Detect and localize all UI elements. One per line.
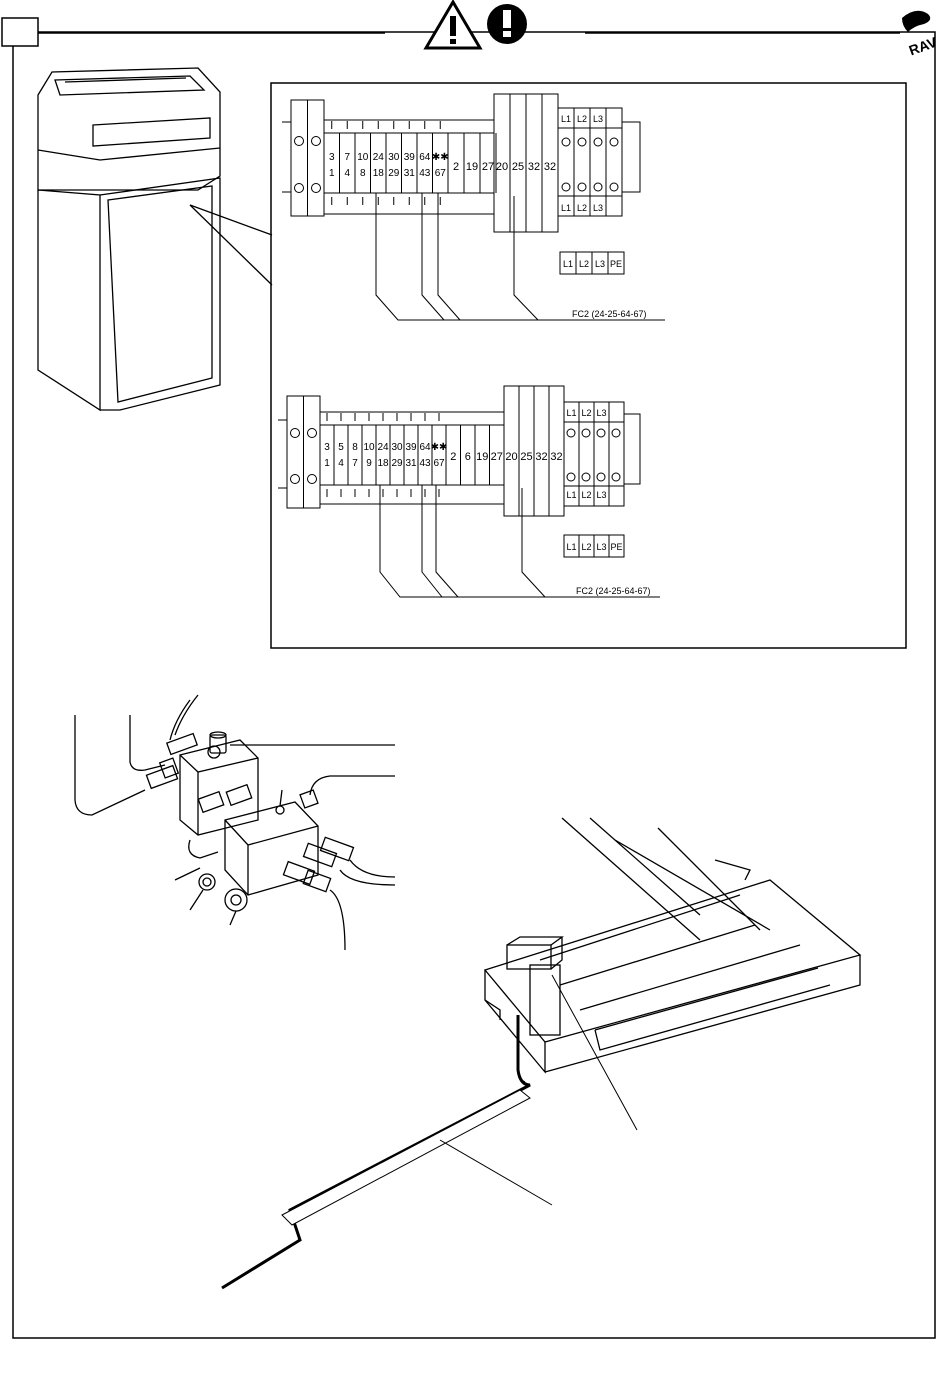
terminal-label: 5 bbox=[338, 442, 344, 453]
caption-top: FC2 (24-25-64-67) bbox=[572, 309, 647, 319]
terminal-label: 2 bbox=[450, 451, 456, 463]
terminal-label: 64 bbox=[419, 152, 431, 163]
terminal-label: 67 bbox=[433, 458, 445, 469]
terminal-label: 32 bbox=[535, 451, 547, 463]
exclamation-circle-icon bbox=[487, 4, 527, 44]
phase-label: L3 bbox=[596, 542, 606, 552]
detail-frame bbox=[271, 83, 906, 648]
terminal-label: 32 bbox=[544, 161, 556, 173]
terminal-label: 30 bbox=[391, 442, 403, 453]
phase-label: L1 bbox=[566, 490, 576, 500]
phase-label: L1 bbox=[561, 114, 571, 124]
phase-label: L3 bbox=[595, 259, 605, 269]
terminal-label: 6 bbox=[465, 451, 471, 463]
phase-label: L2 bbox=[579, 259, 589, 269]
phase-label: L3 bbox=[596, 490, 606, 500]
terminal-label: 3 bbox=[329, 152, 335, 163]
chassis-drawing bbox=[485, 818, 860, 1082]
phase-label: L1 bbox=[561, 203, 571, 213]
terminal-label: 31 bbox=[404, 168, 416, 179]
terminal-label: 39 bbox=[404, 152, 416, 163]
phase-label: PE bbox=[610, 259, 622, 269]
phase-label: L2 bbox=[581, 542, 591, 552]
terminal-label: 25 bbox=[520, 451, 532, 463]
caption-bottom: FC2 (24-25-64-67) bbox=[576, 586, 651, 596]
terminal-label: 19 bbox=[466, 161, 478, 173]
phase-label: PE bbox=[610, 542, 622, 552]
terminal-label: ✱✱ bbox=[432, 152, 449, 163]
terminal-label: 4 bbox=[344, 168, 350, 179]
terminal-label: 20 bbox=[496, 161, 508, 173]
terminal-label: 19 bbox=[476, 451, 488, 463]
phase-label: L1 bbox=[566, 408, 576, 418]
terminal-label: 27 bbox=[491, 451, 503, 463]
terminal-label: 8 bbox=[360, 168, 366, 179]
terminal-label: 30 bbox=[388, 152, 400, 163]
phase-label: L2 bbox=[581, 490, 591, 500]
terminal-label: 29 bbox=[388, 168, 400, 179]
terminal-label: 10 bbox=[357, 152, 369, 163]
phase-label: L1 bbox=[563, 259, 573, 269]
cable-sheath bbox=[282, 1090, 530, 1225]
terminal-label: 64 bbox=[419, 442, 431, 453]
terminal-label: ✱✱ bbox=[431, 442, 448, 453]
page-frame bbox=[13, 32, 935, 1338]
terminal-label: 9 bbox=[366, 458, 372, 469]
warning-triangle-icon bbox=[426, 2, 480, 48]
terminal-label: 32 bbox=[528, 161, 540, 173]
terminal-label: 1 bbox=[329, 168, 335, 179]
terminal-label: 4 bbox=[338, 458, 344, 469]
terminal-label: 7 bbox=[352, 458, 358, 469]
phase-label: L3 bbox=[593, 114, 603, 124]
leader-line-1 bbox=[552, 975, 637, 1130]
terminal-label: 10 bbox=[363, 442, 375, 453]
terminal-label: 1 bbox=[324, 458, 330, 469]
terminal-label: 67 bbox=[435, 168, 447, 179]
terminal-label: 27 bbox=[482, 161, 494, 173]
phase-label: L1 bbox=[566, 542, 576, 552]
terminal-label: 8 bbox=[352, 442, 358, 453]
terminal-label: 18 bbox=[377, 458, 389, 469]
terminal-label: 24 bbox=[377, 442, 389, 453]
valve-block-drawing bbox=[75, 695, 395, 950]
phase-label: L2 bbox=[577, 203, 587, 213]
leader-line-2 bbox=[440, 1140, 552, 1205]
terminal-label: 7 bbox=[344, 152, 350, 163]
terminal-label: 2 bbox=[453, 161, 459, 173]
terminal-label: 24 bbox=[373, 152, 385, 163]
terminal-label: 43 bbox=[419, 458, 431, 469]
terminal-label: 29 bbox=[391, 458, 403, 469]
terminal-label: 3 bbox=[324, 442, 330, 453]
terminal-label: 32 bbox=[550, 451, 562, 463]
rav-logo: RAV bbox=[902, 11, 940, 59]
corner-box bbox=[2, 18, 38, 46]
phase-label: L2 bbox=[581, 408, 591, 418]
machine-cabinet bbox=[38, 68, 272, 410]
terminal-label: 18 bbox=[373, 168, 385, 179]
terminal-label: 43 bbox=[419, 168, 431, 179]
phase-label: L3 bbox=[593, 203, 603, 213]
phase-label: L2 bbox=[577, 114, 587, 124]
cable-line bbox=[222, 1015, 530, 1288]
terminal-label: 39 bbox=[405, 442, 417, 453]
terminal-label: 31 bbox=[405, 458, 417, 469]
terminal-label: 25 bbox=[512, 161, 524, 173]
terminal-label: 20 bbox=[505, 451, 517, 463]
phase-label: L3 bbox=[596, 408, 606, 418]
